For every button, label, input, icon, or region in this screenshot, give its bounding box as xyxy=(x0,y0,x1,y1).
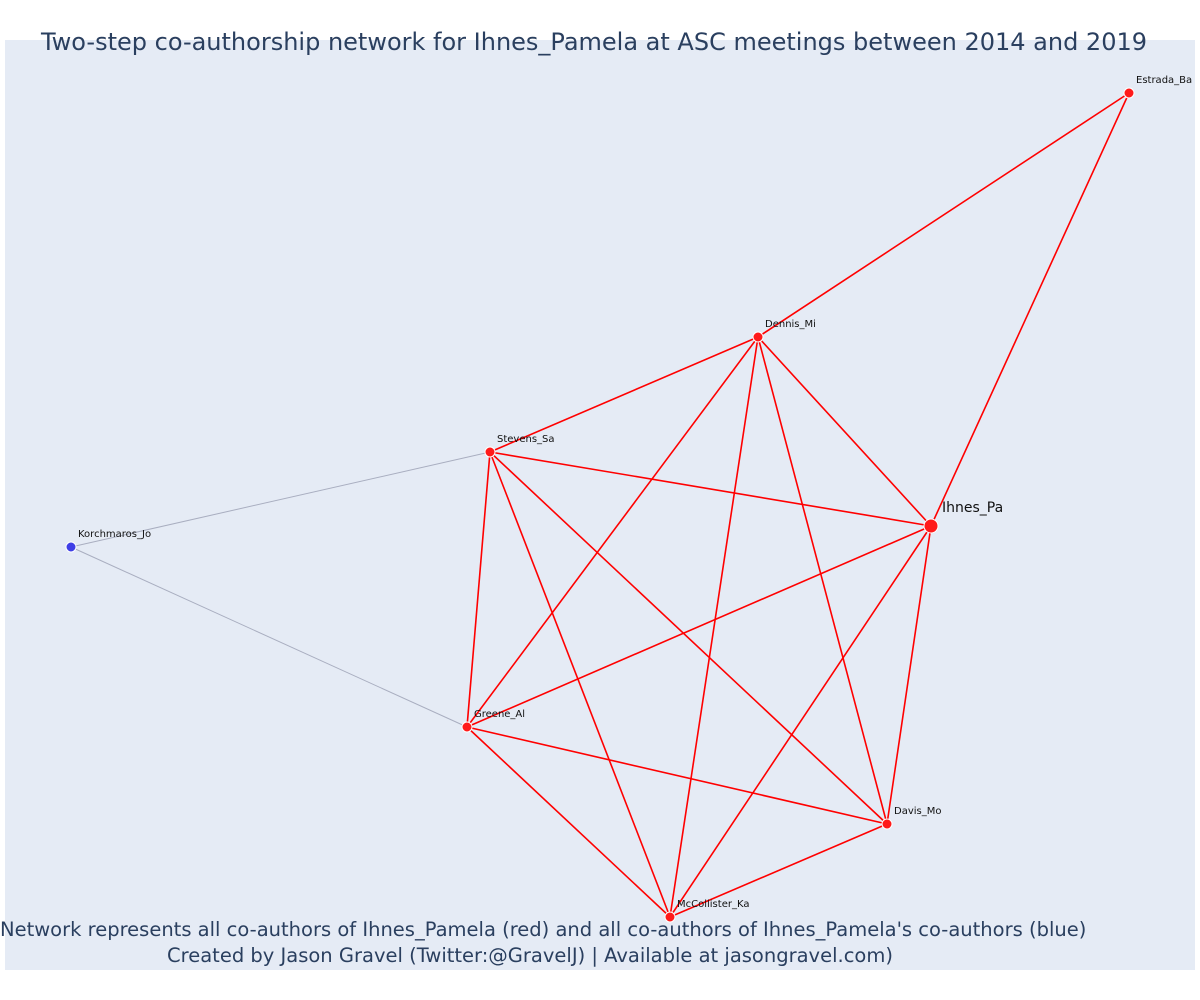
node-label-Davis_Mo: Davis_Mo xyxy=(894,806,941,817)
edge-Ihnes_Pa-Greene_Al xyxy=(466,525,932,728)
node-Stevens_Sa[interactable] xyxy=(484,446,496,458)
edge-Dennis_Mi-Stevens_Sa xyxy=(489,336,759,453)
edge-Dennis_Mi-Ihnes_Pa xyxy=(757,336,932,527)
node-label-Korchmaros_Jo: Korchmaros_Jo xyxy=(78,529,151,540)
caption-line-1: Network represents all co-authors of Ihn… xyxy=(0,918,1087,941)
chart-title: Two-step co-authorship network for Ihnes… xyxy=(40,28,1148,56)
edge-Stevens_Sa-Davis_Mo xyxy=(489,451,888,825)
edge-Stevens_Sa-Ihnes_Pa xyxy=(489,451,932,527)
edge-Estrada_Ba-Dennis_Mi xyxy=(757,92,1130,338)
node-Estrada_Ba[interactable] xyxy=(1123,87,1135,99)
caption-line-2: Created by Jason Gravel (Twitter:@Gravel… xyxy=(167,944,893,967)
node-label-Ihnes_Pa: Ihnes_Pa xyxy=(942,500,1003,516)
edge-Stevens_Sa-Greene_Al xyxy=(466,451,491,728)
edge-Stevens_Sa-McCollister_Ka xyxy=(489,451,671,918)
nodes-layer xyxy=(65,87,1135,923)
edge-Davis_Mo-McCollister_Ka xyxy=(669,823,888,918)
node-label-McCollister_Ka: McCollister_Ka xyxy=(677,899,749,910)
edge-Greene_Al-Davis_Mo xyxy=(466,726,888,825)
plot-area xyxy=(5,40,1195,970)
edge-Korchmaros_Jo-Greene_Al xyxy=(70,546,468,728)
node-Greene_Al[interactable] xyxy=(461,721,473,733)
node-label-Greene_Al: Greene_Al xyxy=(474,709,525,720)
edge-Dennis_Mi-McCollister_Ka xyxy=(669,336,759,918)
node-Davis_Mo[interactable] xyxy=(881,818,893,830)
edge-Ihnes_Pa-McCollister_Ka xyxy=(669,525,932,918)
node-Dennis_Mi[interactable] xyxy=(752,331,764,343)
node-label-Estrada_Ba: Estrada_Ba xyxy=(1136,75,1192,86)
edge-Greene_Al-McCollister_Ka xyxy=(466,726,671,918)
edge-Stevens_Sa-Korchmaros_Jo xyxy=(70,451,491,548)
node-label-Dennis_Mi: Dennis_Mi xyxy=(765,319,816,330)
node-Ihnes_Pa[interactable] xyxy=(923,518,939,534)
edge-Dennis_Mi-Davis_Mo xyxy=(757,336,888,825)
node-Korchmaros_Jo[interactable] xyxy=(65,541,77,553)
edge-Ihnes_Pa-Davis_Mo xyxy=(886,525,932,825)
node-McCollister_Ka[interactable] xyxy=(664,911,676,923)
edge-Estrada_Ba-Ihnes_Pa xyxy=(930,92,1130,527)
edge-Dennis_Mi-Greene_Al xyxy=(466,336,759,728)
node-label-Stevens_Sa: Stevens_Sa xyxy=(497,434,555,445)
edges-layer xyxy=(70,92,1130,918)
labels-layer: Ihnes_Pa Estrada_BaDennis_MiStevens_SaKor… xyxy=(78,75,1192,910)
